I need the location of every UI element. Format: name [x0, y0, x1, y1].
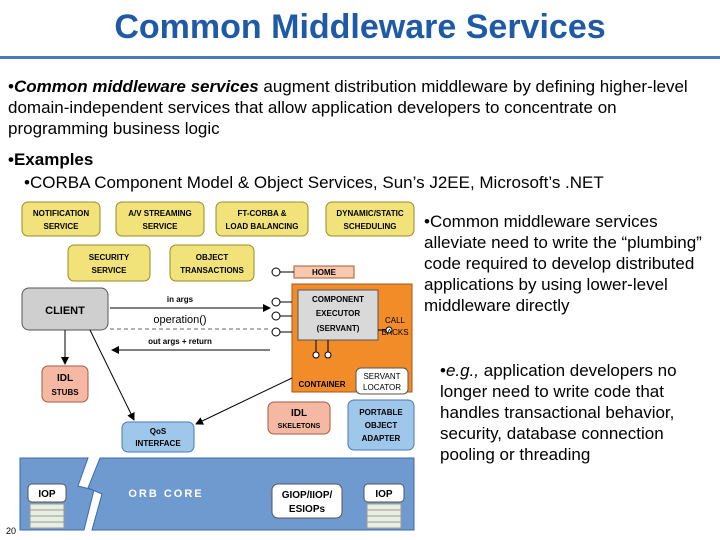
svg-text:INTERFACE: INTERFACE	[135, 439, 181, 448]
svg-text:out args + return: out args + return	[148, 337, 212, 346]
svg-text:A/V STREAMING: A/V STREAMING	[128, 209, 192, 218]
svg-text:LOCATOR: LOCATOR	[363, 383, 401, 392]
iop-right-box: IOP	[363, 483, 405, 529]
security-service-box: SECURITY SERVICE	[67, 244, 151, 282]
right-bullet-alleviate: •Common middleware services alleviate ne…	[424, 212, 702, 315]
giop-iiop-box: GIOP/IIOP/ ESIOPs	[271, 483, 343, 519]
sub-bullet-examples: •CORBA Component Model & Object Services…	[24, 173, 604, 192]
svg-text:SCHEDULING: SCHEDULING	[344, 222, 397, 231]
svg-text:IOP: IOP	[38, 489, 56, 500]
bullet-text: augment distribution middleware by defin…	[8, 77, 688, 138]
bullet-text: Examples	[13, 150, 94, 169]
svg-text:EXECUTOR: EXECUTOR	[316, 309, 361, 318]
portable-object-adapter-box: PORTABLE OBJECT ADAPTER	[347, 399, 415, 451]
svg-text:SERVANT: SERVANT	[363, 372, 400, 381]
svg-text:HOME: HOME	[312, 268, 337, 277]
svg-text:CALL: CALL	[385, 316, 406, 325]
iop-left-box: IOP	[27, 483, 67, 529]
notification-service-box: NOTIFICATION SERVICE	[21, 201, 101, 237]
svg-text:FT-CORBA &: FT-CORBA &	[237, 209, 286, 218]
svg-text:ORB CORE: ORB CORE	[128, 488, 203, 500]
title-divider	[0, 56, 720, 59]
servant-locator-box: SERVANT LOCATOR	[355, 367, 409, 395]
svg-text:TRANSACTIONS: TRANSACTIONS	[180, 266, 244, 275]
bullet-term: e.g.,	[445, 361, 480, 380]
svg-text:GIOP/IIOP/: GIOP/IIOP/	[282, 490, 333, 501]
component-ports	[271, 297, 292, 337]
svg-text:IDL: IDL	[291, 408, 307, 419]
bullet-text: application developers no longer need to…	[440, 361, 677, 464]
out-args-arrow: out args + return	[111, 337, 270, 354]
svg-text:operation(): operation()	[153, 314, 206, 326]
svg-text:IOP: IOP	[375, 489, 393, 500]
idl-stubs-box: IDL STUBS	[41, 365, 89, 403]
bullet-examples: •Examples	[8, 150, 94, 169]
slide-title: Common Middleware Services	[114, 8, 606, 46]
container-to-qos-arrow	[195, 377, 293, 425]
svg-text:PORTABLE: PORTABLE	[359, 408, 403, 417]
in-args-arrow: in args	[110, 295, 271, 312]
av-streaming-service-box: A/V STREAMING SERVICE	[115, 201, 205, 237]
svg-text:ADAPTER: ADAPTER	[362, 434, 401, 443]
svg-text:OBJECT: OBJECT	[196, 253, 229, 262]
svg-text:STUBS: STUBS	[51, 388, 79, 397]
orb-core-band: ORB CORE	[19, 457, 415, 531]
svg-text:SKELETONS: SKELETONS	[278, 423, 321, 430]
svg-text:SERVICE: SERVICE	[44, 222, 80, 231]
bullet-text: Common middleware services alleviate nee…	[424, 212, 702, 315]
client-box: CLIENT	[21, 287, 109, 331]
svg-text:CLIENT: CLIENT	[45, 305, 85, 317]
operation-label: operation()	[110, 314, 270, 330]
ft-corba-box: FT-CORBA & LOAD BALANCING	[215, 201, 309, 237]
svg-text:COMPONENT: COMPONENT	[312, 295, 364, 304]
svg-text:IDL: IDL	[57, 373, 73, 384]
right-sub-bullet-eg: •e.g., application developers no longer …	[440, 361, 677, 464]
svg-text:in args: in args	[167, 295, 194, 304]
svg-text:(SERVANT): (SERVANT)	[317, 324, 360, 333]
svg-text:DYNAMIC/STATIC: DYNAMIC/STATIC	[336, 209, 403, 218]
dynamic-scheduling-box: DYNAMIC/STATIC SCHEDULING	[325, 201, 415, 237]
svg-text:SECURITY: SECURITY	[89, 253, 130, 262]
qos-interface-box: QoS INTERFACE	[121, 421, 195, 453]
home-box: HOME	[271, 265, 355, 279]
svg-text:ESIOPs: ESIOPs	[289, 504, 326, 515]
svg-text:SERVICE: SERVICE	[143, 222, 179, 231]
svg-text:CONTAINER: CONTAINER	[299, 380, 346, 389]
callbacks-label: CALL BACKS	[381, 316, 408, 337]
bullet-common-middleware: •Common middleware services augment dist…	[8, 77, 688, 138]
idl-skeletons-box: IDL SKELETONS	[267, 401, 331, 435]
component-executor-box: COMPONENT EXECUTOR (SERVANT)	[297, 289, 393, 359]
svg-text:SERVICE: SERVICE	[92, 266, 128, 275]
client-to-qos-arrow	[89, 329, 135, 421]
bullet-text: CORBA Component Model & Object Services,…	[29, 173, 604, 192]
page-number: 20	[6, 526, 17, 536]
bullet-term: Common middleware services	[13, 77, 259, 96]
svg-text:BACKS: BACKS	[381, 328, 408, 337]
svg-text:LOAD BALANCING: LOAD BALANCING	[226, 222, 299, 231]
svg-text:QoS: QoS	[150, 427, 167, 436]
object-transactions-box: OBJECT TRANSACTIONS	[169, 244, 255, 282]
svg-text:OBJECT: OBJECT	[365, 421, 398, 430]
svg-text:NOTIFICATION: NOTIFICATION	[33, 209, 90, 218]
